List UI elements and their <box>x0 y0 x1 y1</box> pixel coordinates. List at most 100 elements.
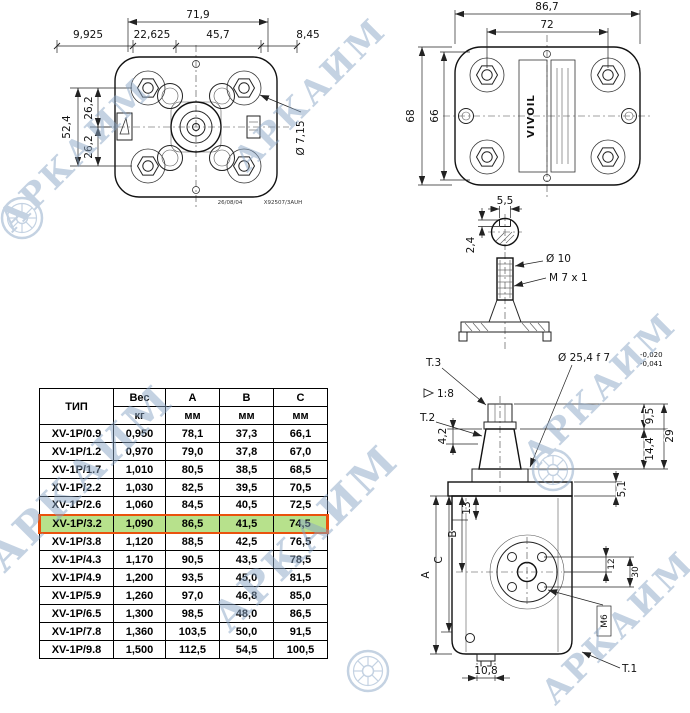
cell-weight: 1,200 <box>113 568 166 587</box>
dim-label: 66 <box>429 109 441 123</box>
cell-c: 78,5 <box>273 550 328 569</box>
tolerance-lower: -0,041 <box>640 360 663 368</box>
cell-type: XV-1P/1.7 <box>39 460 114 479</box>
back-view-drawing: VIVOIL <box>443 35 652 197</box>
table-header-row: ТИП Вес A B C <box>39 388 328 425</box>
cell-a: 79,0 <box>165 442 220 461</box>
cell-a: 103,5 <box>165 622 220 641</box>
cell-b: 46,8 <box>219 586 274 605</box>
cell-a: 84,5 <box>165 496 220 515</box>
dim-label: 30 <box>631 566 641 578</box>
cell-type: XV-1P/1.2 <box>39 442 114 461</box>
dim-label: 26,2 <box>83 96 95 119</box>
cell-c: 100,5 <box>273 640 328 659</box>
cell-b: 40,5 <box>219 496 274 515</box>
cell-type: XV-1P/0.9 <box>39 424 114 443</box>
dim-label: 14,4 <box>644 437 656 461</box>
cell-b: 39,5 <box>219 478 274 497</box>
unit-c: мм <box>273 406 328 425</box>
cell-a: 90,5 <box>165 550 220 569</box>
cell-b: 50,0 <box>219 622 274 641</box>
datum-label: T.3 <box>425 357 441 369</box>
back-view-dimensions: 86,7 72 68 66 <box>404 0 641 186</box>
dim-label: Ø 10 <box>546 253 571 265</box>
dim-label: 22,625 <box>134 29 171 41</box>
dim-label: 2,4 <box>465 236 477 253</box>
cell-type: XV-1P/2.6 <box>39 496 114 515</box>
cell-weight: 1,260 <box>113 586 166 605</box>
col-header-b: B <box>219 388 274 407</box>
drawing-note-code: X92507/3AUH <box>264 200 303 206</box>
cell-type: XV-1P/6.5 <box>39 604 114 623</box>
cell-b: 42,5 <box>219 532 274 551</box>
dim-label: A <box>420 571 432 579</box>
cell-c: 70,5 <box>273 478 328 497</box>
bolt-thread-label: M6 <box>600 614 610 628</box>
taper-label: 1:8 <box>437 388 454 400</box>
cell-b: 48,0 <box>219 604 274 623</box>
cell-c: 91,5 <box>273 622 328 641</box>
dim-label: 29 <box>664 429 676 442</box>
cell-weight: 0,970 <box>113 442 166 461</box>
dim-label: 9,5 <box>644 408 656 425</box>
cell-c: 68,5 <box>273 460 328 479</box>
cell-weight: 1,010 <box>113 460 166 479</box>
dim-label: C <box>433 556 445 563</box>
cell-a: 112,5 <box>165 640 220 659</box>
dim-label: 12 <box>607 558 617 569</box>
dim-label: M 7 x 1 <box>549 272 588 284</box>
dim-label: 86,7 <box>535 1 558 13</box>
cell-c: 81,5 <box>273 568 328 587</box>
cell-a: 86,5 <box>165 513 220 534</box>
dim-label: B <box>447 530 459 537</box>
cell-a: 93,5 <box>165 568 220 587</box>
col-header-c: C <box>273 388 328 407</box>
cell-type: XV-1P/2.2 <box>39 478 114 497</box>
front-view-drawing <box>103 45 289 209</box>
cell-weight: 1,120 <box>113 532 166 551</box>
dim-label: 10,8 <box>474 665 497 677</box>
cell-a: 78,1 <box>165 424 220 443</box>
unit-weight: кг <box>113 406 166 425</box>
cell-weight: 1,500 <box>113 640 166 659</box>
cell-b: 45,0 <box>219 568 274 587</box>
dim-label: 68 <box>405 109 417 122</box>
cell-c: 67,0 <box>273 442 328 461</box>
cell-type: XV-1P/3.8 <box>39 532 114 551</box>
cell-weight: 1,060 <box>113 496 166 515</box>
dim-label: 26,2 <box>83 135 95 158</box>
cell-c: 76,5 <box>273 532 328 551</box>
dim-label: 9,925 <box>73 29 103 41</box>
col-header-weight: Вес <box>113 388 166 407</box>
cell-a: 88,5 <box>165 532 220 551</box>
cell-weight: 1,300 <box>113 604 166 623</box>
cell-type: XV-1P/5.9 <box>39 586 114 605</box>
cell-type: XV-1P/4.9 <box>39 568 114 587</box>
cell-b: 41,5 <box>219 513 274 534</box>
tolerance-upper: -0,020 <box>640 351 663 359</box>
brand-label: VIVOIL <box>526 94 537 138</box>
cell-b: 37,3 <box>219 424 274 443</box>
cell-c: 86,5 <box>273 604 328 623</box>
cell-b: 37,8 <box>219 442 274 461</box>
cell-a: 82,5 <box>165 478 220 497</box>
dim-label: 8,45 <box>296 29 319 41</box>
unit-b: мм <box>219 406 274 425</box>
technical-drawing: 71,9 9,925 22,625 45,7 8,45 52,4 26,2 26… <box>53 0 677 682</box>
cell-type: XV-1P/7.8 <box>39 622 114 641</box>
shaft-key-detail-drawing: 5,5 2,4 Ø 10 M 7 x 1 <box>458 194 589 352</box>
col-header-a: A <box>165 388 220 407</box>
dim-label: 13 <box>461 501 473 514</box>
cell-a: 80,5 <box>165 460 220 479</box>
